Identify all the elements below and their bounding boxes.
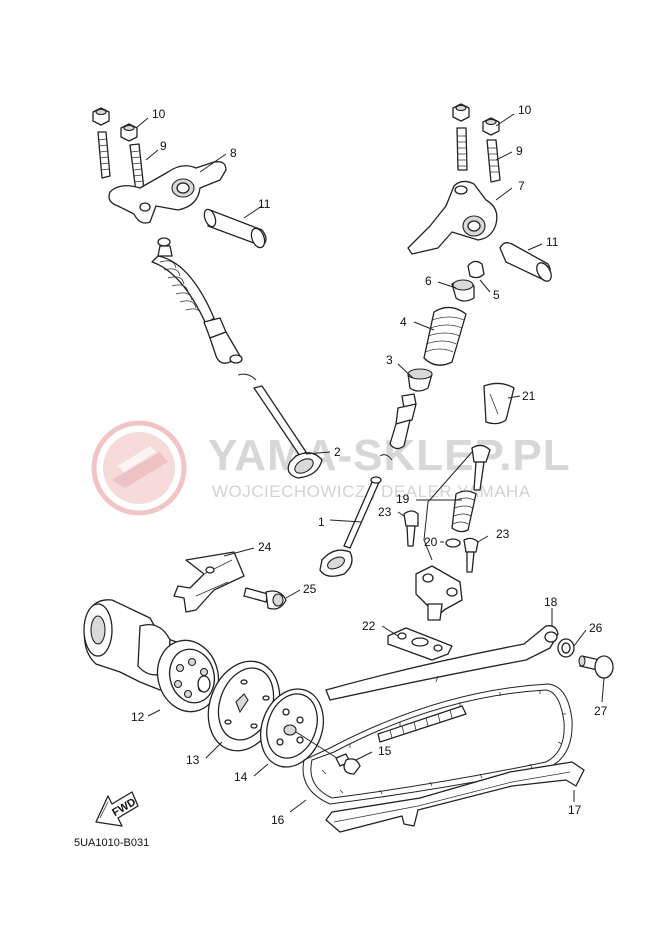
part-10-nut-left bbox=[92, 107, 138, 142]
part-9-adjuster-left bbox=[97, 131, 145, 193]
label-part-18: 18 bbox=[544, 595, 558, 609]
part-18-chain-guide bbox=[325, 625, 559, 701]
part-26-washer bbox=[557, 638, 575, 658]
part-spring-assembly-left bbox=[151, 237, 243, 364]
part-16-cam-chain bbox=[302, 683, 573, 805]
label-part-23-left: 23 bbox=[378, 505, 392, 519]
part-13-cam-sprocket bbox=[207, 660, 281, 752]
part-6-cap bbox=[451, 279, 475, 302]
label-part-14: 14 bbox=[234, 770, 248, 784]
label-part-4: 4 bbox=[400, 315, 407, 329]
part-19-tensioner bbox=[423, 444, 491, 561]
part-2-valve-left bbox=[237, 373, 323, 479]
label-part-11-left: 11 bbox=[258, 197, 271, 211]
part-7-rocker-arm-right bbox=[407, 180, 498, 255]
part-5-cotter bbox=[467, 260, 485, 279]
part-3-seal bbox=[407, 368, 433, 392]
part-23-bolts bbox=[403, 510, 479, 573]
part-27-pin bbox=[578, 655, 614, 679]
part-4-valve-spring bbox=[423, 306, 467, 366]
label-part-10-right: 10 bbox=[518, 103, 532, 117]
part-1-valve bbox=[319, 476, 382, 577]
label-part-17: 17 bbox=[568, 803, 582, 817]
label-part-2: 2 bbox=[334, 445, 341, 459]
label-part-5: 5 bbox=[493, 288, 500, 302]
part-8-rocker-arm-left bbox=[108, 161, 227, 224]
label-part-9-left: 9 bbox=[160, 139, 167, 153]
part-25-bolt bbox=[243, 587, 287, 610]
part-17-tensioner-guide bbox=[325, 761, 585, 833]
part-20-o-ring bbox=[445, 538, 461, 548]
part-10-nut-right bbox=[452, 103, 500, 136]
label-part-19: 19 bbox=[396, 492, 410, 506]
label-part-15: 15 bbox=[378, 744, 392, 758]
label-part-22: 22 bbox=[362, 619, 376, 633]
label-part-21: 21 bbox=[522, 389, 536, 403]
label-part-1: 1 bbox=[318, 515, 325, 529]
label-part-6: 6 bbox=[425, 274, 432, 288]
label-part-26: 26 bbox=[589, 621, 603, 635]
diagram-code: 5UA1010-B031 bbox=[74, 837, 149, 849]
label-part-25: 25 bbox=[303, 582, 317, 596]
leader-lines bbox=[135, 113, 605, 813]
label-part-10-left: 10 bbox=[152, 107, 166, 121]
label-part-9-right: 9 bbox=[516, 144, 523, 158]
label-part-8: 8 bbox=[230, 146, 237, 160]
part-9-adjuster-right bbox=[456, 127, 501, 183]
label-part-20: 20 bbox=[424, 535, 438, 549]
part-tensioner-body bbox=[415, 565, 463, 621]
part-14-sprocket-plate bbox=[260, 688, 324, 768]
part-valve-guide bbox=[379, 393, 417, 461]
part-15-bolt bbox=[295, 731, 361, 775]
label-part-24: 24 bbox=[258, 540, 272, 554]
part-chain-segment bbox=[377, 705, 467, 743]
label-part-27: 27 bbox=[594, 704, 608, 718]
label-part-12: 12 bbox=[131, 710, 145, 724]
part-labels: 1 2 3 4 5 6 7 8 9 10 9 10 11 11 12 13 14… bbox=[131, 103, 608, 827]
fwd-arrow-icon: FWD bbox=[95, 791, 139, 827]
part-11-rocker-shaft-right bbox=[499, 242, 552, 282]
label-part-16: 16 bbox=[271, 813, 285, 827]
part-12-camshaft bbox=[83, 599, 220, 713]
watermark-brand: YAMA-SKLEP.PL bbox=[208, 431, 571, 480]
fwd-label: FWD bbox=[110, 796, 138, 819]
label-part-3: 3 bbox=[386, 353, 393, 367]
part-22-gasket bbox=[387, 627, 453, 661]
label-part-11-right: 11 bbox=[546, 235, 559, 249]
part-11-rocker-shaft-left bbox=[203, 208, 267, 249]
part-24-bracket bbox=[173, 551, 245, 613]
watermark-logo bbox=[91, 420, 187, 516]
label-part-23-right: 23 bbox=[496, 527, 510, 541]
label-part-7: 7 bbox=[518, 179, 525, 193]
label-part-13: 13 bbox=[186, 753, 200, 767]
part-21-guide-cap bbox=[483, 382, 515, 425]
